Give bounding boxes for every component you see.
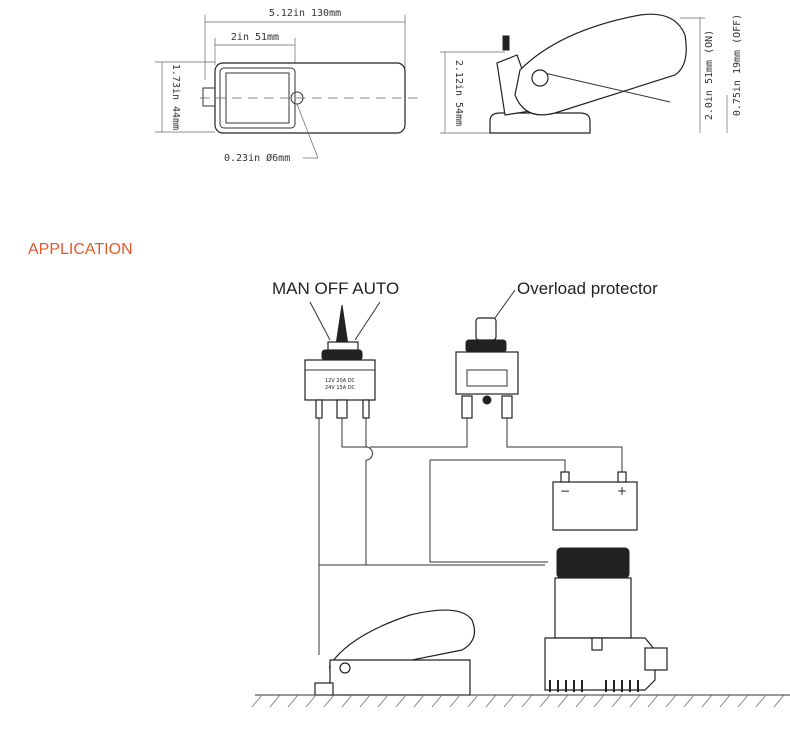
switch-rating-1: 12V 20A DC: [325, 378, 356, 384]
battery: − +: [552, 471, 638, 531]
float-switch: [314, 609, 475, 696]
on-level-dimension: 2.0in 51mm (ON): [704, 30, 715, 120]
overload-breaker: [455, 317, 519, 419]
switch-positions-label: MAN OFF AUTO: [272, 279, 399, 298]
switch-rating-2: 24V 15A DC: [325, 385, 356, 391]
side-view-drawing: 2.12in 54mm 2.0in 51mm (ON) 0.75in 19mm …: [440, 13, 743, 134]
overload-protector-label: Overload protector: [517, 279, 658, 298]
top-view-drawing: 5.12in 130mm 2in 51mm 1.73in 44mm 0.23in…: [155, 8, 420, 164]
toggle-switch: 12V 20A DC 24V 15A DC: [304, 304, 376, 419]
battery-positive-label: +: [617, 484, 627, 498]
length-dimension: 5.12in 130mm: [269, 8, 341, 19]
battery-negative-label: −: [560, 484, 570, 498]
wires: [318, 418, 623, 655]
bilge-pump: [544, 547, 668, 692]
application-heading: APPLICATION: [28, 241, 133, 258]
off-level-dimension: 0.75in 19mm (OFF): [732, 14, 743, 116]
hole-dimension: 0.23in Ø6mm: [224, 152, 290, 164]
side-height-dimension: 2.12in 54mm: [453, 60, 464, 126]
inner-width-dimension: 2in 51mm: [231, 32, 279, 43]
height-dimension: 1.73in 44mm: [170, 64, 181, 130]
ground-line: [251, 694, 790, 708]
